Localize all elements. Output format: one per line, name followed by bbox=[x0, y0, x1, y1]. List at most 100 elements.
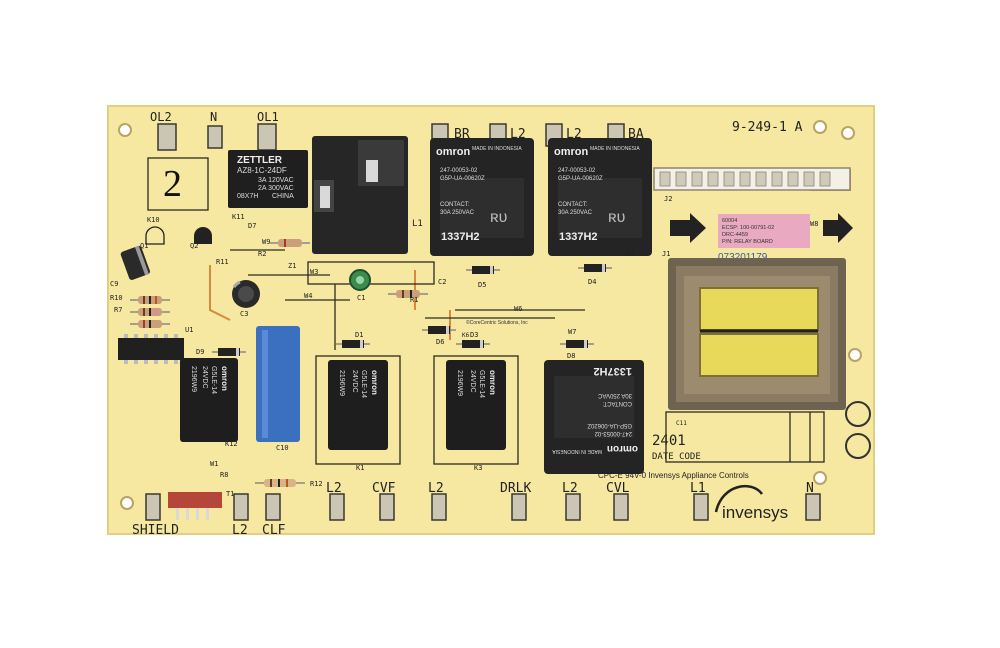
mounting-hole-icon bbox=[848, 348, 862, 362]
diode bbox=[578, 264, 612, 272]
header-connector bbox=[653, 167, 851, 191]
relay-model: G5P-UA-00620Z bbox=[587, 422, 632, 428]
relay-lot: 1337H2 bbox=[441, 231, 480, 243]
film-capacitor-highlight bbox=[262, 330, 268, 438]
date-code-label: DATE CODE bbox=[652, 452, 701, 462]
transistor bbox=[145, 226, 165, 245]
bottom-terminal-label: CLF bbox=[262, 523, 286, 538]
refdes-label: D5 bbox=[478, 281, 486, 289]
small-relay: omron G5LE-14 24VDC 2196W9 bbox=[180, 358, 238, 442]
refdes-label: R7 bbox=[114, 306, 122, 314]
ul-mark-icon: ʀᴜ bbox=[490, 209, 507, 226]
relay-brand: omron bbox=[370, 370, 379, 395]
diode bbox=[422, 326, 456, 334]
bottom-terminal-label: L2 bbox=[326, 481, 342, 496]
bottom-terminal-label: L2 bbox=[428, 481, 444, 496]
relay-lot: 1337H2 bbox=[559, 231, 598, 243]
ul-mark-icon: ʀᴜ bbox=[608, 209, 625, 226]
power-relay: omron MADE IN INDONESIA 247-00053-02 G5P… bbox=[544, 360, 644, 474]
refdes-label: Q2 bbox=[190, 242, 198, 250]
diode bbox=[560, 340, 594, 348]
resistor bbox=[130, 296, 170, 304]
relay-contact: CONTACT: bbox=[602, 400, 632, 406]
ic-chip bbox=[118, 334, 184, 364]
refdes-label: C10 bbox=[276, 444, 289, 452]
brand-logo-text: invensys bbox=[722, 503, 788, 522]
refdes-label: K6 bbox=[462, 332, 470, 339]
relay-brand: omron bbox=[436, 146, 471, 158]
refdes-label: T1 bbox=[226, 490, 234, 498]
zettler-rating-1: 3A 120VAC bbox=[258, 177, 294, 184]
power-relay: omron MADE IN INDONESIA 247-00053-02 G5P… bbox=[548, 138, 652, 256]
electrolytic-capacitor bbox=[232, 280, 260, 308]
refdes-label: D4 bbox=[588, 278, 596, 286]
relay-brand: omron bbox=[607, 443, 638, 454]
sticker-line: 60004 bbox=[722, 218, 737, 224]
serial-number: 073201179 bbox=[718, 252, 768, 263]
bottom-terminal-tabs bbox=[145, 493, 821, 521]
transformer bbox=[668, 258, 846, 410]
zettler-model: AZ8-1C-24DF bbox=[237, 166, 287, 175]
zettler-relay: ZETTLER AZ8-1C-24DF 3A 120VAC 2A 300VAC … bbox=[228, 150, 308, 208]
power-contactor bbox=[312, 136, 408, 254]
mounting-hole-icon bbox=[120, 496, 134, 510]
refdes-label: C2 bbox=[438, 278, 446, 286]
ul-logo-icon bbox=[845, 401, 871, 459]
refdes-label: W1 bbox=[210, 460, 218, 468]
refdes-label: K12 bbox=[225, 440, 238, 448]
refdes-label: L1 bbox=[412, 219, 423, 229]
refdes-label: Q1 bbox=[140, 242, 148, 250]
bottom-terminal-label: SHIELD bbox=[132, 523, 179, 538]
refdes-label: R2 bbox=[258, 250, 266, 258]
green-capacitor bbox=[349, 269, 371, 291]
mounting-hole-icon bbox=[841, 126, 855, 140]
refdes-label: W3 bbox=[310, 268, 318, 276]
relay-brand: omron bbox=[488, 370, 497, 395]
refdes-label: K3 bbox=[474, 464, 482, 472]
refdes-label: K4 bbox=[626, 250, 634, 258]
red-connector bbox=[168, 492, 222, 520]
bottom-terminal-label: L1 bbox=[690, 481, 706, 496]
refdes-label: K11 bbox=[232, 213, 245, 221]
refdes-label: D6 bbox=[436, 338, 444, 346]
refdes-label: C9 bbox=[110, 280, 118, 288]
mounting-hole-icon bbox=[813, 471, 827, 485]
refdes-label: R12 bbox=[310, 480, 323, 488]
zettler-brand: ZETTLER bbox=[237, 155, 283, 166]
bottom-terminal-label: CVF bbox=[372, 481, 396, 496]
relay-rating: 30A 250VAC bbox=[558, 210, 593, 216]
relay-lot: 1337H2 bbox=[593, 365, 632, 377]
mounting-hole-icon bbox=[118, 123, 132, 137]
refdes-label: D8 bbox=[567, 352, 575, 360]
top-terminal-label: N bbox=[210, 110, 217, 124]
invensys-logo-icon bbox=[714, 484, 764, 513]
refdes-label: W8 bbox=[810, 220, 818, 228]
copyright: ©CoreCentric Solutions, Inc bbox=[466, 319, 528, 326]
relay-part: 247-00053-02 bbox=[440, 168, 478, 174]
relay-code: 2196W9 bbox=[338, 370, 345, 396]
relay-part: 247-00053-02 bbox=[594, 430, 632, 436]
relay-contact: CONTACT: bbox=[558, 202, 588, 208]
diode bbox=[212, 348, 246, 356]
refdes-label: D3 bbox=[470, 331, 478, 339]
relay-origin: MADE IN INDONESIA bbox=[472, 146, 522, 152]
sticker-line: DRC-4459 bbox=[722, 232, 748, 238]
transistor bbox=[194, 227, 212, 244]
resistor bbox=[130, 320, 170, 328]
refdes-label: W9 bbox=[262, 238, 270, 246]
small-relay: omron G5LE-14 24VDC 2196W9 bbox=[446, 360, 506, 450]
relay-rating: 30A 250VAC bbox=[440, 210, 475, 216]
refdes-label: R10 bbox=[110, 294, 123, 302]
relay-model: G5P-UA-00620Z bbox=[440, 176, 485, 182]
handwritten-mark: 2 bbox=[163, 163, 182, 205]
refdes-label: Z1 bbox=[288, 262, 296, 270]
board-footer-line: CPC-E 94V-0 Invensys Appliance Controls bbox=[598, 471, 749, 480]
bottom-terminal-label: N bbox=[806, 481, 814, 496]
refdes-label: U1 bbox=[185, 326, 193, 334]
refdes-label: C1 bbox=[357, 294, 365, 302]
refdes-label: J1 bbox=[662, 250, 670, 258]
refdes-label: R11 bbox=[216, 258, 229, 266]
sticker-line: ECSP: 100-00791-02 bbox=[722, 225, 774, 231]
date-code-value: 2401 bbox=[652, 433, 686, 449]
